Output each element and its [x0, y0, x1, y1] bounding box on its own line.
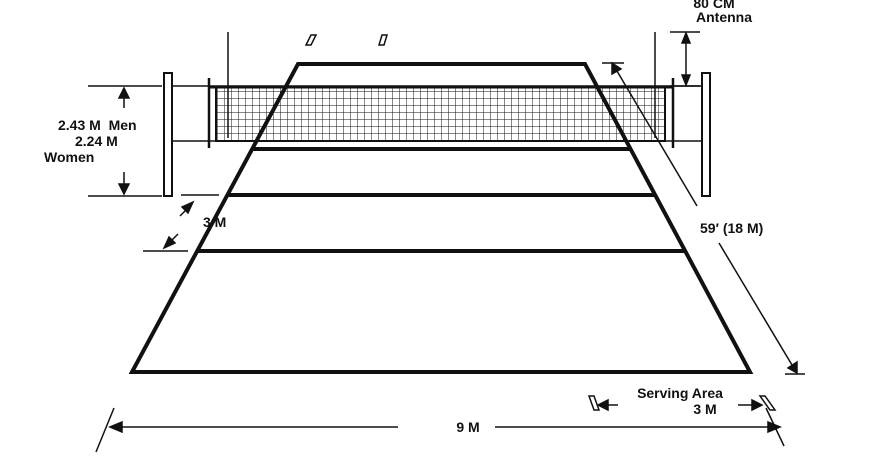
net-mesh	[215, 86, 666, 142]
net-height-women-value: 2.24 M	[75, 133, 118, 149]
court	[128, 62, 754, 374]
serving-mark-near-left	[587, 395, 601, 411]
antenna-label: Antenna	[696, 9, 752, 25]
serving-mark-far-left	[304, 34, 318, 46]
attack-line-label: 3 M	[203, 214, 226, 230]
court-width-label: 9 M	[456, 419, 479, 435]
net	[172, 78, 710, 148]
net-post-right	[701, 72, 711, 197]
serving-mark-far-right	[377, 34, 389, 46]
net-height-men: 2.43 M Men	[58, 117, 137, 133]
net-height-dimension	[88, 85, 162, 197]
court-boundary	[128, 62, 754, 374]
serving-area-width: 3 M	[693, 401, 716, 417]
court-length-dimension	[602, 61, 805, 375]
net-post-left	[163, 72, 173, 197]
serving-mark-near-right	[758, 395, 777, 411]
net-height-women-label: Women	[44, 149, 94, 165]
serving-area-dimension	[596, 398, 764, 412]
court-width-dimension	[95, 407, 785, 453]
antenna-height-value: 80 CM	[693, 0, 734, 11]
court-length-label: 59′ (18 M)	[700, 220, 763, 236]
attack-zone-dimension	[143, 194, 219, 252]
serving-area-label: Serving Area	[637, 385, 723, 401]
antenna-dimension	[670, 30, 700, 88]
